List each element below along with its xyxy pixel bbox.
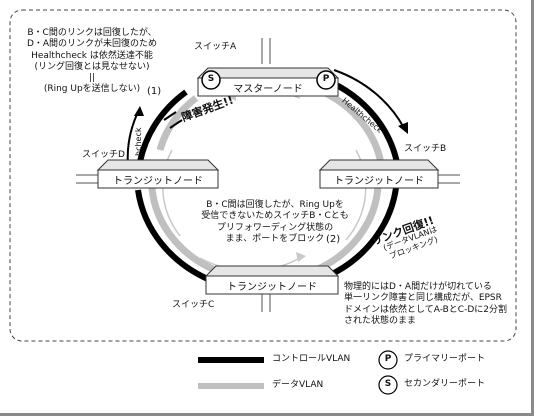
- legend-primary-label: プライマリーポート: [404, 354, 486, 364]
- node-transit-b: トランジットノード: [334, 175, 424, 187]
- healthcheck-arrowhead-left: [134, 106, 144, 116]
- bottom-right-note-line3: ドメインは依然としてA-BとC-Dに2分割: [344, 304, 507, 315]
- node-transit-d: トランジットノード: [113, 175, 203, 187]
- primary-port-label: P: [322, 74, 330, 84]
- data-vlan-ring-bc: [314, 185, 382, 274]
- center-note-line3: プリフォワーディング状態の: [216, 222, 334, 233]
- note-topleft-line4: (リング回復とは見なせない): [34, 61, 150, 72]
- legend-s-circle: [378, 375, 398, 395]
- note-topleft-line2: D・A間のリンクが未回復のため: [26, 39, 158, 50]
- step-1-label: (1): [147, 86, 162, 97]
- control-vlan-ring-da: [137, 89, 188, 163]
- primary-port-circle: [316, 70, 336, 90]
- center-note-line2: 受信できないためスイッチB・Cとも: [201, 211, 349, 222]
- legend-s-symbol: S: [384, 379, 392, 389]
- data-vlan-ring-cd: [148, 187, 222, 276]
- control-vlan-ring-cd: [135, 189, 212, 283]
- node-transit-b-shape: [318, 159, 440, 189]
- healthcheck-left-label: hcheck: [134, 127, 143, 157]
- step-2-label: (2): [326, 234, 341, 245]
- node-master-shape: [196, 67, 340, 97]
- secondary-port-label: S: [207, 74, 215, 84]
- node-transit-c-shape: [204, 265, 340, 295]
- note-topleft-line3: Healthcheck は依然送達不能: [31, 50, 153, 61]
- fault-break-mark: [163, 111, 183, 129]
- healthcheck-arrowhead-right: [398, 122, 408, 134]
- healthcheck-arrow-right: [333, 69, 405, 129]
- secondary-port-circle: [201, 70, 221, 90]
- legend-p-circle: [378, 350, 398, 370]
- control-vlan-ring-ab: [324, 77, 401, 169]
- note-topleft: B・C間のリンクは回復したが、 D・A間のリンクが未回復のため Healthch…: [22, 28, 162, 96]
- legend-data-label: データVLAN: [272, 380, 324, 390]
- node-master: マスターノード: [233, 83, 303, 95]
- dashed-boundary: [9, 9, 517, 342]
- inner-arrowhead-bottom: [296, 252, 306, 262]
- control-vlan-ring-bc: [326, 187, 399, 279]
- node-transit-c: トランジットノード: [227, 281, 317, 293]
- center-note: B・C間は回復したが、Ring Upを 受信できないためスイッチB・Cとも プリ…: [190, 200, 360, 245]
- switch-c-label: スイッチC: [172, 300, 215, 310]
- center-note-line1: B・C間は回復したが、Ring Upを: [206, 200, 344, 210]
- bottom-right-note-line2: 単一リンク障害と同じ構成だが、EPSR: [344, 293, 502, 304]
- bottom-right-note-line1: 物理的にはD・A間だけが切れている: [344, 282, 492, 292]
- bottom-right-note-line4: された状態のまま: [344, 315, 417, 326]
- legend-p-symbol: P: [384, 354, 392, 364]
- node-transit-d-shape: [96, 159, 220, 189]
- note-topleft-line1: B・C間のリンクは回復したが、: [27, 28, 157, 38]
- note-topleft-line6: (Ring Upを送信しない): [43, 84, 141, 95]
- legend-control-label: コントロールVLAN: [272, 354, 351, 364]
- legend-secondary-label: セカンダリーポート: [404, 379, 486, 389]
- switch-b-label: スイッチB: [404, 144, 447, 154]
- note-topleft-line5: ||: [88, 73, 96, 83]
- bottom-right-note: 物理的にはD・A間だけが切れている 単一リンク障害と同じ構成だが、EPSR ドメ…: [344, 282, 507, 327]
- center-note-line4: まま、ポートをブロック: [225, 233, 325, 244]
- switch-a-label: スイッチA: [194, 42, 237, 52]
- switch-d-label: スイッチD: [82, 150, 125, 160]
- data-vlan-ring-da: [156, 95, 199, 152]
